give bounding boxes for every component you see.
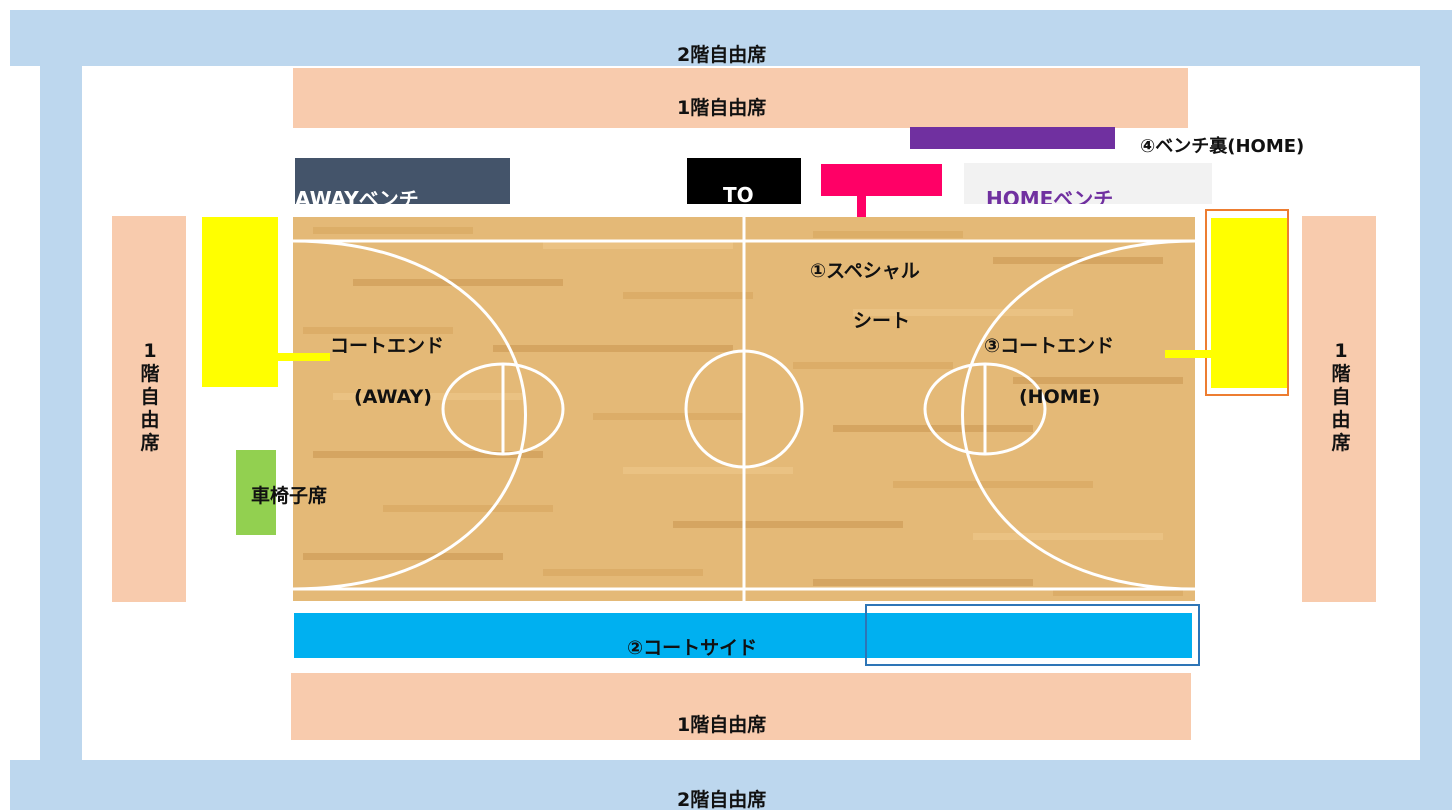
court-end-away-label-2: (AWAY) <box>354 386 432 408</box>
courtside-highlight <box>865 604 1200 666</box>
home-bench-label: HOMEベンチ <box>986 187 1114 204</box>
court-end-away-label-1: コートエンド <box>330 335 445 357</box>
courtside-seat-block[interactable] <box>294 613 1192 658</box>
court-end-home-block[interactable] <box>1211 218 1287 388</box>
wheelchair-seat-label: 車椅子席 <box>251 485 328 507</box>
special-seat-block[interactable] <box>821 164 942 196</box>
court-end-home-highlight <box>1205 209 1289 396</box>
upper-deck-top-label: 2階自由席 <box>677 44 767 66</box>
special-seat-label-2: シート <box>853 310 911 332</box>
lower-free-seat-left[interactable] <box>112 216 186 602</box>
lower-free-seat-right[interactable] <box>1302 216 1376 602</box>
left-margin <box>0 66 40 760</box>
special-seat-connector <box>857 196 866 230</box>
court-end-away-connector <box>278 353 330 361</box>
courtside-label: ②コートサイド <box>627 637 758 659</box>
away-bench[interactable]: AWAYベンチ <box>295 158 510 204</box>
away-bench-label: AWAYベンチ <box>295 187 419 204</box>
home-bench[interactable]: HOMEベンチ <box>964 163 1212 204</box>
bench-back-home-block[interactable] <box>910 127 1115 149</box>
wheelchair-seat-block[interactable] <box>236 450 276 535</box>
lower-free-seat-top-label: 1階自由席 <box>677 97 767 119</box>
upper-deck-bottom-label: 2階自由席 <box>677 789 767 811</box>
to-label: TO <box>723 183 754 204</box>
court-end-home-label-1: ③コートエンド <box>984 335 1115 357</box>
bench-back-home-label: ④ベンチ裏(HOME) <box>1140 136 1305 157</box>
court-end-home-label-2: (HOME) <box>1019 386 1101 408</box>
basketball-court <box>293 217 1195 601</box>
court-end-home-connector <box>1165 350 1211 358</box>
lower-free-seat-bottom[interactable] <box>291 673 1191 740</box>
special-seat-label-1: ①スペシャル <box>810 260 920 282</box>
lower-free-seat-top[interactable] <box>293 68 1188 128</box>
lower-free-seat-bottom-label: 1階自由席 <box>677 714 767 736</box>
court-end-away-block[interactable] <box>202 217 278 387</box>
court-floor-graphic <box>293 217 1195 601</box>
to-table[interactable]: TO <box>687 158 801 204</box>
